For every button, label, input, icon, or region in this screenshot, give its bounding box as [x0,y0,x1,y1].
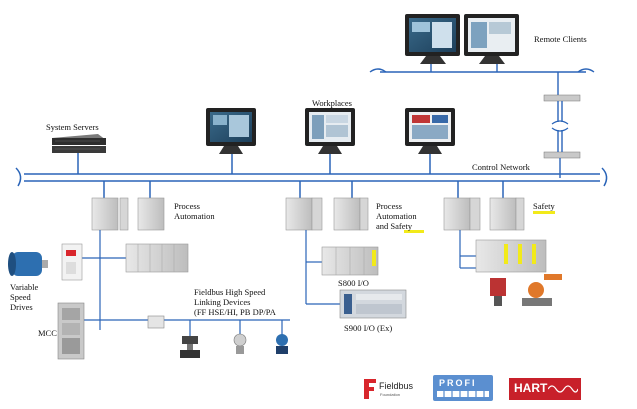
system-servers-label: System Servers [46,122,99,132]
safety-highlight-center [404,230,424,233]
workplaces-label: Workplaces [312,98,352,108]
mcc-cabinet [57,302,85,360]
network-router [543,94,581,178]
variable-speed-drives-label-3: Drives [10,302,33,312]
safety-field-instruments [490,274,562,306]
fieldbus-label-2: Linking Devices [194,297,251,307]
controller-process-automation-safety [285,197,369,231]
hart-wave-icon [548,385,578,393]
workplace-monitor-1 [206,108,256,154]
fieldbus-logo-text: Fieldbus [379,381,414,391]
process-automation-label-2: Automation [174,211,215,221]
s800-io-rack [321,246,379,276]
field-instrument-transmitter-1 [233,333,247,354]
fieldbus-f-icon [364,379,376,399]
io-rack-process-automation [125,243,189,273]
safety-label: Safety [533,201,555,211]
pas-label-3: and Safety [376,221,413,231]
safety-highlight-right [533,211,555,214]
fieldbus-label-3: (FF HSE/HI, PB DP/PA [194,307,276,317]
workplace-monitor-3 [405,108,455,154]
remote-clients-label: Remote Clients [534,34,587,44]
controller-safety [443,197,525,231]
profibus-stripes [437,391,489,397]
fieldbus-linking-device [147,315,165,329]
pas-label-1: Process [376,201,402,211]
process-automation-label-1: Process [174,201,200,211]
controller-process-automation [91,197,165,231]
drive-cabinet [61,243,83,281]
remote-client-monitor-1 [405,14,460,64]
field-links-center [305,230,340,305]
s900-label: S900 I/O (Ex) [344,323,393,333]
mcc-label: MCC [38,328,57,338]
profibus-logo: PROFI [433,375,493,401]
variable-speed-drives-label-1: Variable [10,282,39,292]
pas-label-2: Automation [376,211,417,221]
safety-io-rack [475,239,547,273]
control-network-label: Control Network [472,162,530,172]
workplace-monitor-2 [305,108,355,154]
variable-speed-drive-motor [8,252,48,276]
s900-io-rack [339,289,407,319]
field-links-right [459,230,476,269]
profibus-logo-text: PROFI [439,378,477,388]
fieldbus-label-1: Fieldbus High Speed [194,287,266,297]
system-servers [52,134,106,153]
remote-network [369,64,595,100]
hart-logo-text: HART [514,381,548,395]
hart-logo: HART [509,378,581,400]
field-instrument-valve [180,336,200,358]
field-instrument-transmitter-2 [276,334,288,354]
control-network-bus [15,153,608,200]
variable-speed-drives-label-2: Speed [10,292,31,302]
s800-label: S800 I/O [338,278,369,288]
fieldbus-logo-subtext: Foundation [380,392,401,397]
remote-client-monitor-2 [464,14,519,64]
fieldbus-logo: Fieldbus Foundation [362,375,424,403]
